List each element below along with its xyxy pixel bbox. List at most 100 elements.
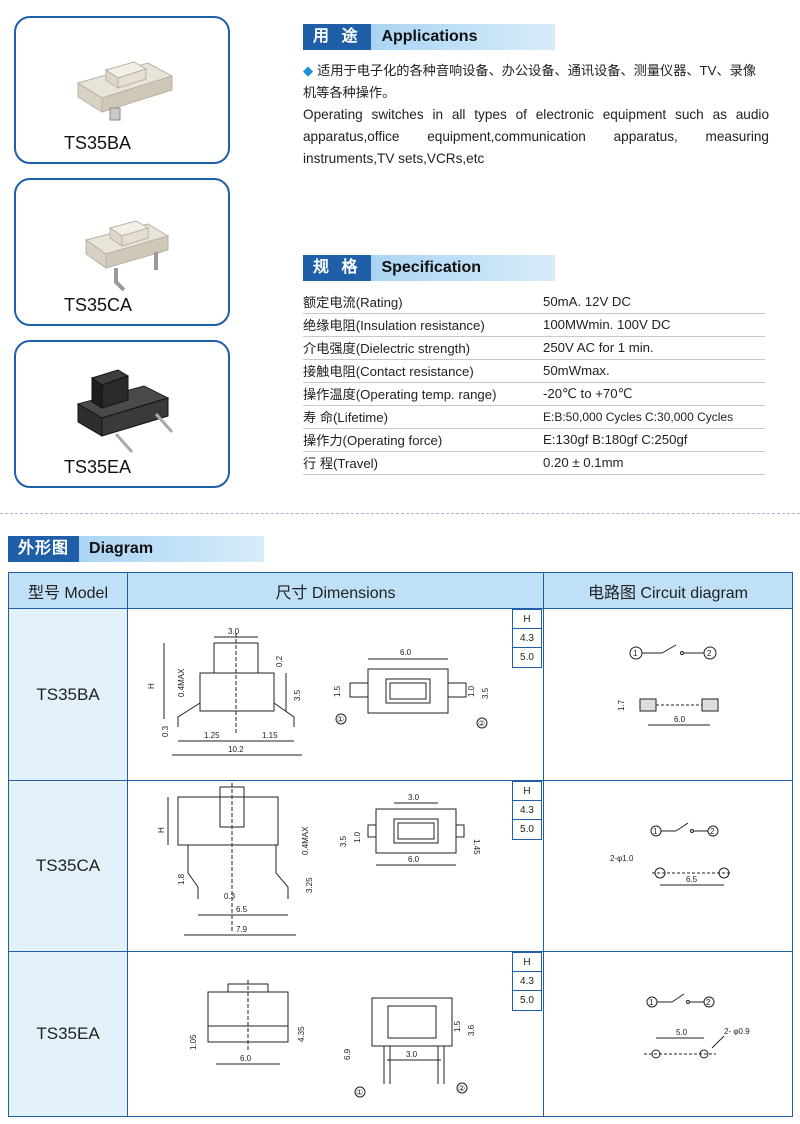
diamond-bullet-icon: ◆ xyxy=(303,63,314,78)
dim-label: 1.0 xyxy=(353,831,362,843)
section-title-en: Applications xyxy=(371,24,555,50)
pin-label: ② xyxy=(458,1084,465,1093)
spec-row: 操作温度(Operating temp. range)-20℃ to +70℃ xyxy=(303,382,765,406)
pin-label: 1 xyxy=(649,998,654,1007)
dim-label: 3.0 xyxy=(406,1050,418,1059)
product-label: TS35EA xyxy=(64,457,132,477)
applications-en-text: Operating switches in all types of elect… xyxy=(303,107,769,166)
dim-label: H xyxy=(147,683,156,689)
product-card-ts35ca: TS35CA xyxy=(14,178,230,326)
section-title-cn: 规 格 xyxy=(303,255,372,281)
dim-label: 6.5 xyxy=(236,905,248,914)
product-label: TS35BA xyxy=(64,133,132,153)
dim-label: 1.05 xyxy=(189,1034,198,1050)
dim-label: 2-φ1.0 xyxy=(610,854,634,863)
dim-label: 6.0 xyxy=(408,855,420,864)
dim-label: 1.25 xyxy=(204,731,220,740)
dim-label: 4.35 xyxy=(297,1026,306,1042)
specification-header: 规 格 Specification xyxy=(303,255,555,281)
section-title-cn: 用 途 xyxy=(303,24,372,50)
spec-row: 操作力(Operating force)E:130gf B:180gf C:25… xyxy=(303,428,765,452)
dim-label: 0.3 xyxy=(161,725,170,737)
circuit-cell: 1 2 2-φ1.0 6.5 xyxy=(544,781,792,952)
dim-label: 0.4MAX xyxy=(177,668,186,697)
spec-row: 绝缘电阻(Insulation resistance)100MWmin. 100… xyxy=(303,313,765,337)
spec-row: 行 程(Travel)0.20 ± 0.1mm xyxy=(303,451,765,475)
dim-label: 5.0 xyxy=(676,1028,688,1037)
pin-label: 2 xyxy=(706,998,711,1007)
dim-label: 6.0 xyxy=(674,715,686,724)
h-value-box: H 4.3 5.0 xyxy=(512,781,542,840)
dim-label: 6.9 xyxy=(343,1048,352,1060)
dim-label: 7.9 xyxy=(236,925,248,934)
product-label: TS35CA xyxy=(64,295,133,315)
applications-cn-text: ◆适用于电子化的各种音响设备、办公设备、通讯设备、测量仪器、TV、录像机等各种操… xyxy=(303,63,757,100)
switch-white-image xyxy=(76,61,174,121)
ts35ea-circuit-drawing: 1 2 5.0 2- φ0.9 xyxy=(644,993,750,1059)
model-cell: TS35BA xyxy=(9,609,128,781)
spec-row: 额定电流(Rating)50mA. 12V DC xyxy=(303,290,765,314)
dim-label: 6.5 xyxy=(686,875,698,884)
circuit-cell: 1 2 1.7 6.0 xyxy=(544,609,792,781)
dim-label: 1.8 xyxy=(177,873,186,885)
dim-label: 0.2 xyxy=(275,655,284,667)
section-divider xyxy=(0,513,800,514)
dim-label: 3.0 xyxy=(408,793,420,802)
dim-label: 6.0 xyxy=(400,648,412,657)
pin-label: 1 xyxy=(653,827,658,836)
model-cell: TS35EA xyxy=(9,952,128,1116)
dim-label: 1.7 xyxy=(617,699,626,711)
dim-label: 1.15 xyxy=(262,731,278,740)
ts35ba-dimension-drawing: 3.0 0.2 0.4MAX H 3.5 0.3 1.25 1.15 10.2 … xyxy=(147,627,490,756)
model-cell: TS35CA xyxy=(9,781,128,952)
dim-label: 1.0 xyxy=(467,685,476,697)
circuit-cell: 1 2 5.0 2- φ0.9 xyxy=(544,952,792,1116)
ts35ca-dimension-drawing: H 0.4MAX 1.8 0.3 3.25 6.5 7.9 3.0 3.5 1.… xyxy=(157,783,481,936)
header-model: 型号 Model xyxy=(9,573,128,609)
pin-label: ① xyxy=(356,1088,363,1097)
section-title-en: Diagram xyxy=(79,536,264,562)
ts35ba-circuit-drawing: 1 2 1.7 6.0 xyxy=(617,644,719,726)
dim-label: 1.45 xyxy=(472,839,481,855)
dim-label: 3.5 xyxy=(339,835,348,847)
dim-label: 3.5 xyxy=(481,687,490,699)
spec-row: 接触电阻(Contact resistance)50mWmax. xyxy=(303,359,765,383)
h-value-box: H 4.3 5.0 xyxy=(512,952,542,1011)
dim-label: 2- φ0.9 xyxy=(724,1027,750,1036)
dim-label: 3.5 xyxy=(293,689,302,701)
dim-label: 1.5 xyxy=(333,685,342,697)
pin-label: ① xyxy=(337,715,344,724)
dim-label: 0.3 xyxy=(224,892,236,901)
diagram-table: 型号 Model 尺寸 Dimensions 电路图 Circuit diagr… xyxy=(8,572,793,1117)
dim-label: 3.25 xyxy=(305,877,314,893)
dimensions-cell: H 0.4MAX 1.8 0.3 3.25 6.5 7.9 3.0 3.5 1.… xyxy=(128,781,544,952)
pin-label: ② xyxy=(478,719,485,728)
product-card-ts35ba: TS35BA xyxy=(14,16,230,164)
pin-label: 2 xyxy=(707,649,712,658)
dim-label: 6.0 xyxy=(240,1054,252,1063)
pin-label: 2 xyxy=(710,827,715,836)
dim-label: 3.6 xyxy=(467,1024,476,1036)
h-value-box: H 4.3 5.0 xyxy=(512,609,542,668)
section-title-en: Specification xyxy=(371,255,555,281)
product-card-ts35ea: TS35EA xyxy=(14,340,230,488)
switch-black-image xyxy=(76,369,174,453)
dim-label: H xyxy=(157,827,166,833)
dimensions-cell: 3.0 0.2 0.4MAX H 3.5 0.3 1.25 1.15 10.2 … xyxy=(128,609,544,781)
diagram-header: 外形图 Diagram xyxy=(8,536,264,562)
specification-table: 额定电流(Rating)50mA. 12V DC 绝缘电阻(Insulation… xyxy=(303,290,765,475)
dim-label: 3.0 xyxy=(228,627,240,636)
spec-row: 寿 命(Lifetime)E:B:50,000 Cycles C:30,000 … xyxy=(303,405,765,429)
header-dimensions: 尺寸 Dimensions xyxy=(128,573,544,609)
spec-row: 介电强度(Dielectric strength)250V AC for 1 m… xyxy=(303,336,765,360)
ts35ca-circuit-drawing: 1 2 2-φ1.0 6.5 xyxy=(610,822,732,886)
dim-label: 10.2 xyxy=(228,745,244,754)
header-circuit: 电路图 Circuit diagram xyxy=(544,573,792,609)
dim-label: 1.5 xyxy=(453,1020,462,1032)
pin-label: 1 xyxy=(633,649,638,658)
applications-header: 用 途 Applications xyxy=(303,24,555,50)
dimensions-cell: 1.05 4.35 6.0 6.9 1.5 3.6 3.0 ① ② H 4.3 … xyxy=(128,952,544,1116)
dim-label: 0.4MAX xyxy=(301,826,310,855)
ts35ea-dimension-drawing: 1.05 4.35 6.0 6.9 1.5 3.6 3.0 ① ② xyxy=(189,980,476,1098)
section-title-cn: 外形图 xyxy=(8,536,80,562)
